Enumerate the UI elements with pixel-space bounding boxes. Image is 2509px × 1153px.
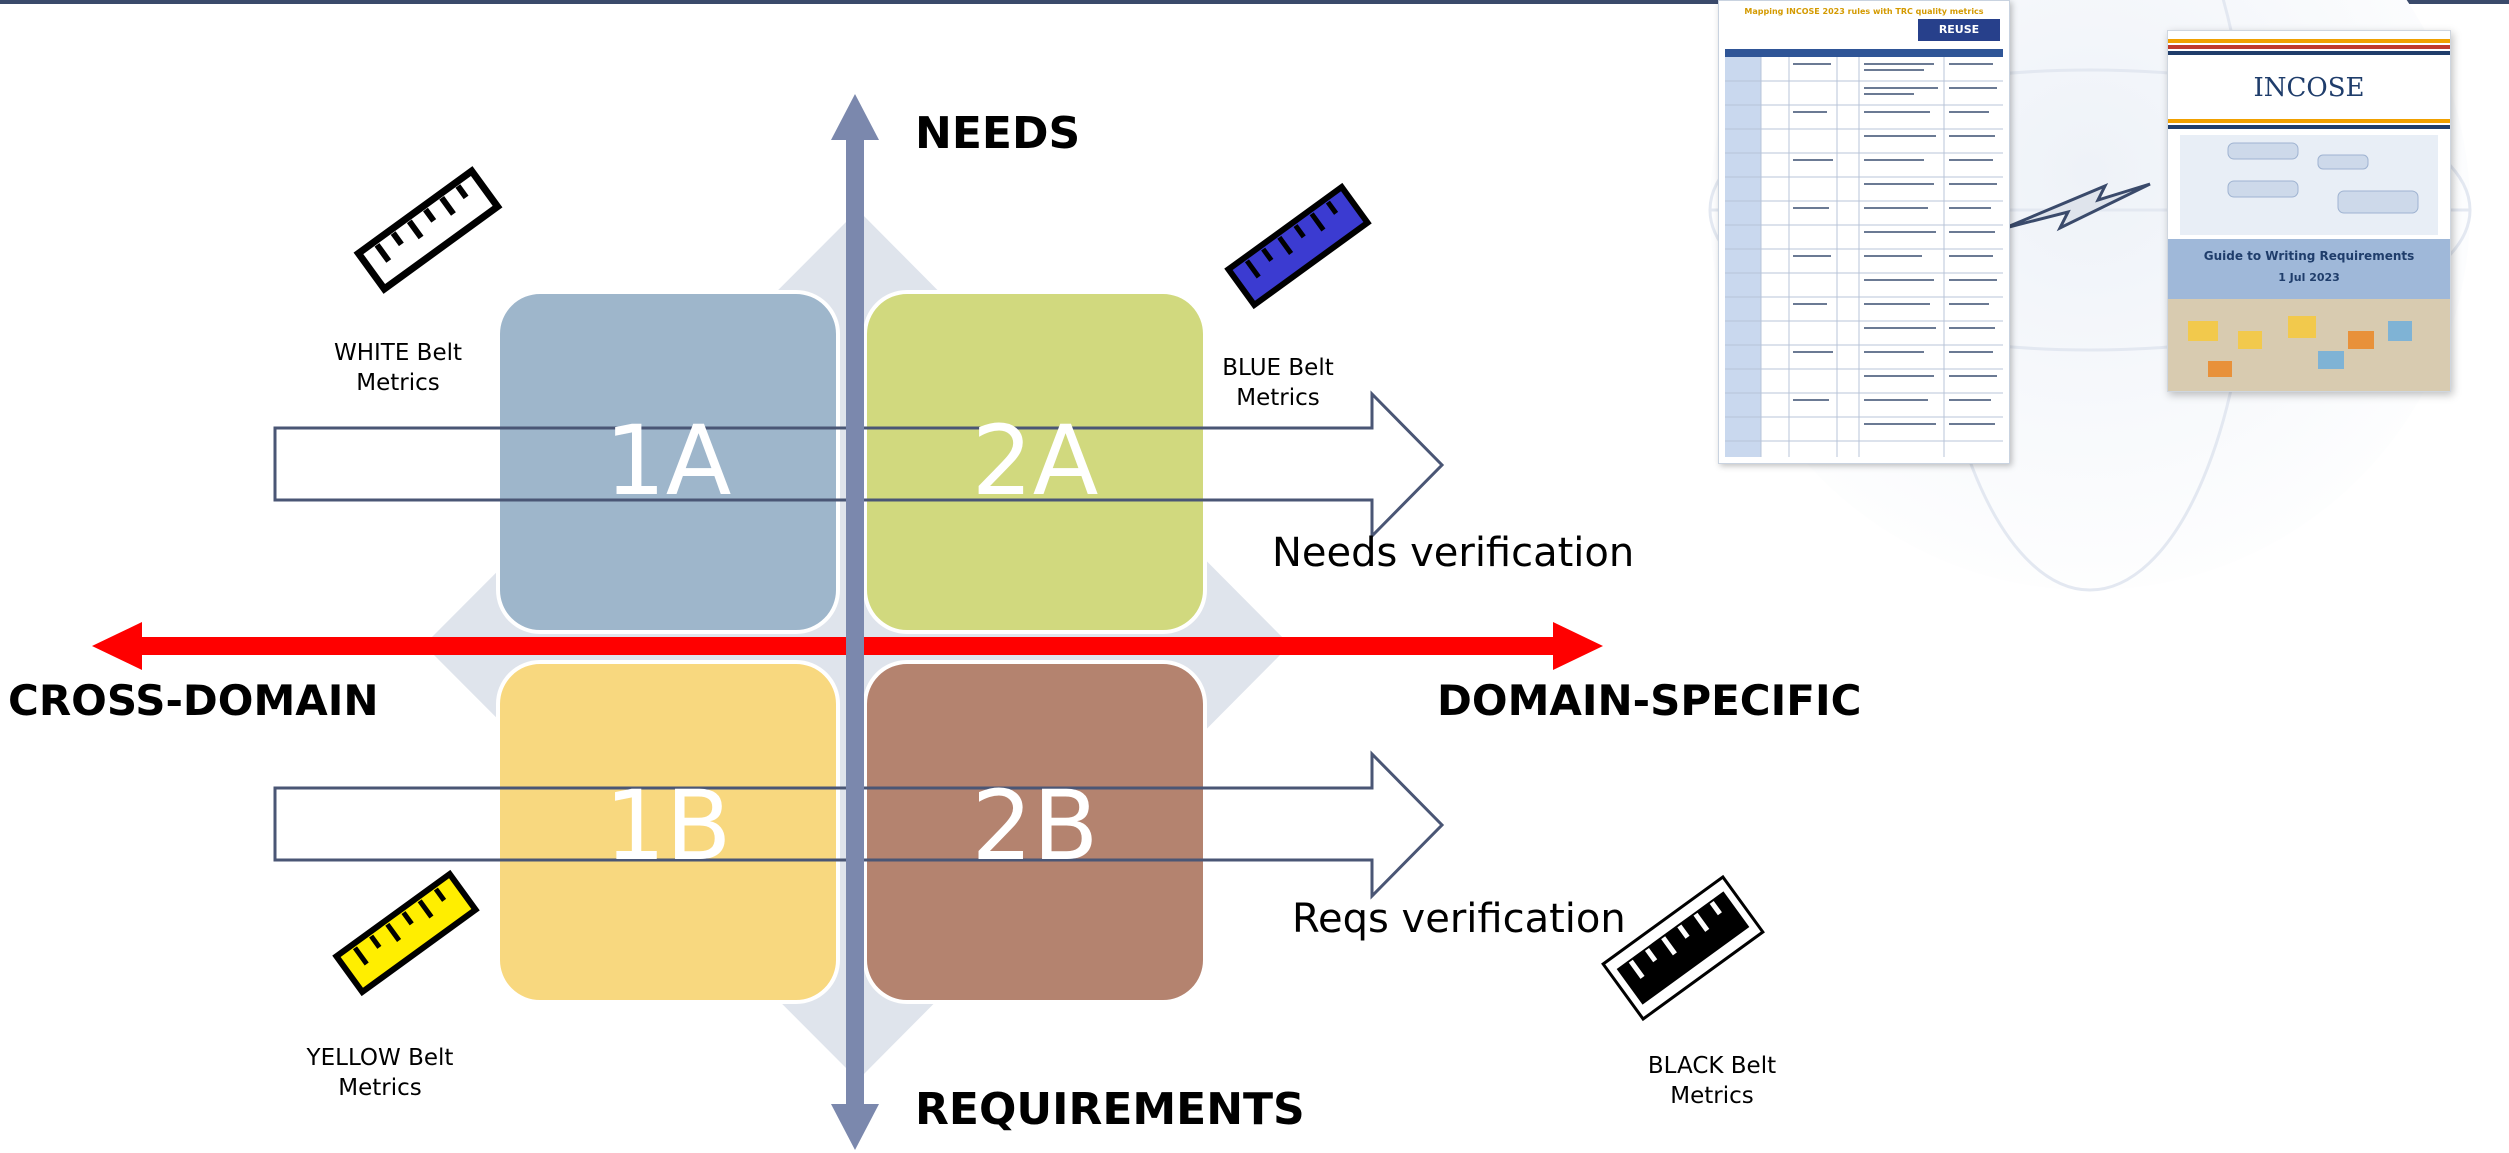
lightning-bolt-icon <box>2004 182 2151 232</box>
vertical-axis-arrow <box>831 94 879 1150</box>
blue-belt-ruler-icon <box>1224 182 1372 310</box>
white-belt-line2: Metrics <box>356 370 440 396</box>
white-belt-caption: WHITE Belt Metrics <box>318 338 478 398</box>
white-belt-ruler-icon <box>353 166 503 294</box>
black-belt-caption: BLACK Belt Metrics <box>1632 1051 1792 1111</box>
yellow-belt-line2: Metrics <box>338 1075 422 1101</box>
axis-label-requirements: REQUIREMENTS <box>915 1084 1305 1135</box>
incose-guide-cover: INCOSE Guide to Writing Requirements 1 J… <box>2167 30 2451 392</box>
yellow-belt-caption: YELLOW Belt Metrics <box>290 1043 470 1103</box>
yellow-belt-ruler-icon <box>332 869 480 997</box>
black-belt-ruler-icon <box>1601 874 1765 1022</box>
blue-belt-line1: BLUE Belt <box>1222 355 1334 381</box>
needs-verification-label: Needs verification <box>1272 530 1635 576</box>
axis-label-needs: NEEDS <box>915 108 1081 159</box>
quadrant-1b-label: 1B <box>604 770 732 882</box>
mapping-table-title: Mapping INCOSE 2023 rules with TRC quali… <box>1744 7 1984 16</box>
reuse-logo: REUSE <box>1918 19 2000 41</box>
yellow-belt-line1: YELLOW Belt <box>306 1045 454 1071</box>
reqs-verification-label: Reqs verification <box>1292 896 1626 942</box>
guide-logo: INCOSE <box>2253 73 2365 103</box>
mapping-table-document: Mapping INCOSE 2023 rules with TRC quali… <box>1718 0 2010 464</box>
quadrant-2b-label: 2B <box>971 770 1099 882</box>
guide-date: 1 Jul 2023 <box>2278 271 2340 284</box>
mapping-table-grid <box>1725 49 2003 457</box>
black-belt-line2: Metrics <box>1670 1083 1754 1109</box>
quadrant-1a-label: 1A <box>604 405 732 517</box>
guide-title: Guide to Writing Requirements <box>2203 249 2415 263</box>
quadrant-1a <box>496 290 840 634</box>
white-belt-line1: WHITE Belt <box>333 340 463 366</box>
reqs-verification-arrow <box>273 750 1445 900</box>
guide-cover-art <box>2168 31 2450 391</box>
blue-belt-caption: BLUE Belt Metrics <box>1198 353 1358 413</box>
black-belt-line1: BLACK Belt <box>1647 1053 1777 1079</box>
quadrant-1b <box>496 660 840 1004</box>
quadrant-2b <box>863 660 1207 1004</box>
axis-label-domain-specific: DOMAIN-SPECIFIC <box>1437 676 1862 725</box>
axis-label-cross-domain: CROSS-DOMAIN <box>8 676 379 725</box>
quadrant-2a <box>863 290 1207 634</box>
blue-belt-line2: Metrics <box>1236 385 1320 411</box>
quadrant-2a-label: 2A <box>971 405 1099 517</box>
needs-verification-arrow <box>273 390 1445 540</box>
